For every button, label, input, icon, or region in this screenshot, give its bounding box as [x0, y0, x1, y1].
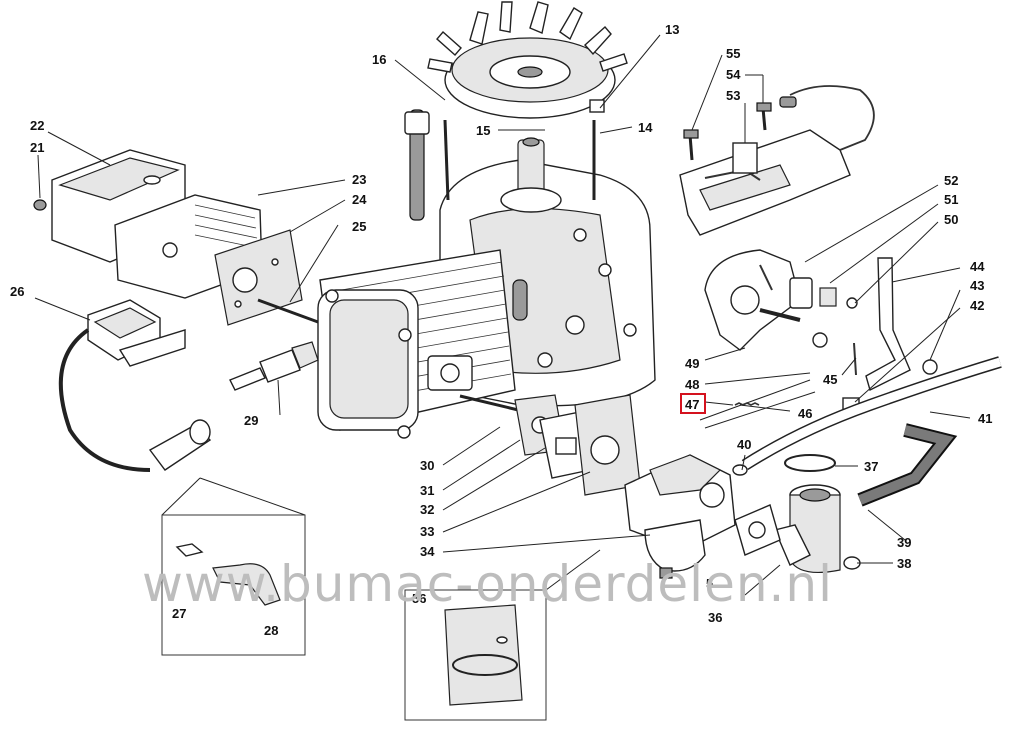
filter-gasket — [214, 229, 303, 326]
label-25: 25 — [352, 219, 366, 234]
inset-plug-cap — [161, 477, 306, 656]
label-29: 29 — [244, 413, 258, 428]
ignition-coil — [58, 299, 212, 472]
label-45: 45 — [823, 372, 837, 387]
label-21: 21 — [30, 140, 44, 155]
label-56: 56 — [412, 591, 426, 606]
choke-plate — [704, 249, 858, 351]
label-46: 46 — [798, 406, 812, 421]
label-32: 32 — [420, 502, 434, 517]
label-48: 48 — [685, 377, 699, 392]
label-50: 50 — [944, 212, 958, 227]
highlight-box-47 — [680, 393, 706, 414]
fuel-hose — [741, 356, 1002, 507]
spark-plug — [229, 341, 319, 391]
label-26: 26 — [10, 284, 24, 299]
governor-bracket — [679, 85, 875, 236]
exhaust-gaskets — [459, 394, 641, 496]
label-39: 39 — [897, 535, 911, 550]
label-27: 27 — [172, 606, 186, 621]
breather-stud — [404, 109, 596, 221]
label-31: 31 — [420, 483, 434, 498]
inset-repair-kit — [404, 549, 601, 721]
label-38: 38 — [897, 556, 911, 571]
label-40: 40 — [737, 437, 751, 452]
watermark-text: www.bumac-onderdelen.nl — [142, 555, 833, 613]
label-34: 34 — [420, 544, 435, 559]
label-55: 55 — [726, 46, 740, 61]
flywheel-fan — [427, 1, 628, 119]
label-37: 37 — [864, 459, 878, 474]
label-24: 24 — [352, 192, 367, 207]
label-30: 30 — [420, 458, 434, 473]
label-36: 36 — [708, 610, 722, 625]
label-53: 53 — [726, 88, 740, 103]
leader-lines — [34, 34, 971, 596]
label-49: 49 — [685, 356, 699, 371]
label-52: 52 — [944, 173, 958, 188]
intake-elbow — [774, 484, 861, 573]
label-14: 14 — [638, 120, 653, 135]
label-16: 16 — [372, 52, 386, 67]
carburetor — [624, 454, 781, 579]
label-54: 54 — [726, 67, 741, 82]
label-13: 13 — [665, 22, 679, 37]
label-42: 42 — [970, 298, 984, 313]
label-33: 33 — [420, 524, 434, 539]
label-28: 28 — [264, 623, 278, 638]
label-41: 41 — [978, 411, 992, 426]
label-23: 23 — [352, 172, 366, 187]
label-43: 43 — [970, 278, 984, 293]
label-51: 51 — [944, 192, 958, 207]
label-35: 5 — [706, 576, 713, 591]
cylinder-fins — [317, 249, 516, 439]
label-15: 15 — [476, 123, 490, 138]
callout-labels: 16 13 14 15 55 54 53 22 21 23 24 25 52 5… — [10, 22, 992, 638]
linkage-rods — [699, 379, 816, 429]
label-47: 47 — [685, 397, 699, 412]
label-44: 44 — [970, 259, 985, 274]
label-22: 22 — [30, 118, 44, 133]
